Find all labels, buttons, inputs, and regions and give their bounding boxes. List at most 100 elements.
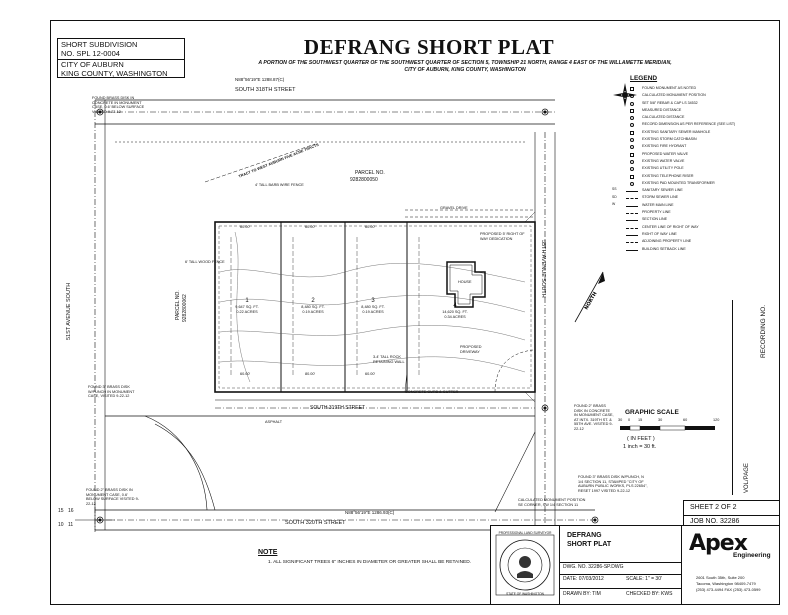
legend-symbol-icon xyxy=(626,249,638,254)
plat-sheet xyxy=(50,20,780,605)
note-title: NOTE xyxy=(258,549,278,556)
subtitle-line-2: CITY OF AUBURN, KING COUNTY, WASHINGTON xyxy=(404,67,526,73)
legend-symbol-icon xyxy=(626,191,638,195)
subdivision-line-4: KING COUNTY, WASHINGTON xyxy=(61,69,168,78)
house-label: HOUSE xyxy=(458,280,472,284)
section-sw: 10 xyxy=(58,522,64,528)
legend-item-label: CENTER LINE OF RIGHT OF WAY xyxy=(642,224,699,229)
lot-2: 2 8,480 SQ. FT. 0.19 ACRES xyxy=(298,298,328,314)
legend-symbol-icon xyxy=(630,145,634,150)
project-line-1: DEFRANG xyxy=(567,532,602,539)
bearing-north-label: N88°56'19"E 1288.87(C) xyxy=(235,77,285,82)
lot-1-number: 1 xyxy=(245,298,249,304)
legend-symbol-icon xyxy=(630,87,634,91)
lot-2-acres: 0.19 ACRES xyxy=(302,309,324,314)
street-east-label: 55TH AVENUE SOUTH xyxy=(540,240,546,298)
recording-label: RECORDING NO. xyxy=(760,304,767,358)
legend-item-label: CALCULATED MONUMENT POSITION xyxy=(642,93,706,98)
north-label: NORTH xyxy=(584,291,599,311)
legend-symbol-icon xyxy=(630,174,634,179)
legend-code: SD xyxy=(612,194,617,200)
scale-tick-label: 60 xyxy=(683,418,688,422)
parcel-north-label: PARCEL NO. xyxy=(355,170,385,176)
legend-item: EXISTING PAD MOUNTED TRANSFORMER xyxy=(626,181,761,188)
lot-3-number: 3 xyxy=(371,298,375,304)
legend-item-label: EXISTING UTILITY POLE xyxy=(642,166,684,171)
legend-item-label: MEASURED DISTANCE xyxy=(642,107,682,112)
found-note-4: FOUND 2" BRASS DISK IN MONUMENT CASE, 0.… xyxy=(86,488,139,506)
legend-item-label: EXISTING SANITARY SEWER MANHOLE xyxy=(642,129,711,134)
legend-item: PROPOSED WATER VALVE xyxy=(626,152,761,159)
scale-bar xyxy=(620,425,715,431)
legend-item-label: WATER MAIN LINE xyxy=(642,202,674,207)
street-south-label: SOUTH 320TH STREET xyxy=(285,520,346,526)
scale-tick-label: 15 xyxy=(638,418,643,422)
legend-symbol-icon xyxy=(630,138,634,143)
legend-symbol-icon xyxy=(626,242,638,246)
legend-item: EXISTING TELEPHONE RISER xyxy=(626,174,761,181)
dim-north-3: 60.00' xyxy=(365,225,376,229)
legend-item-label: RIGHT OF WAY LINE xyxy=(642,231,677,236)
legend-item: EXISTING UTILITY POLE xyxy=(626,166,761,173)
company-city: Tacoma, Washington 98409-7479 xyxy=(696,581,756,586)
legend-item: RECORD DIMENSION AS PER REFERENCE (SEE L… xyxy=(626,122,761,129)
legend-symbol-icon xyxy=(630,181,634,186)
proposed-driveway-label: PROPOSED DRIVEWAY xyxy=(460,345,482,354)
legend-item-label: CALCULATED DISTANCE xyxy=(642,115,685,120)
graphic-scale-title: GRAPHIC SCALE xyxy=(625,409,679,416)
plat-drawing: NORTH xyxy=(75,99,605,532)
subdivision-line-3: CITY OF AUBURN xyxy=(61,60,124,69)
company-phone: (253) 473-4494 FAX (253) 473-0599 xyxy=(696,587,761,592)
legend-item: SANITARY SEWER LINE xyxy=(626,188,761,195)
found-note-5: FOUND 3" BRASS DISK W/PUNCH, N 1/4 SECTI… xyxy=(578,475,648,493)
legend-symbol-icon xyxy=(630,167,634,172)
fence-north-label: 4' TALL BARB WIRE FENCE xyxy=(255,183,304,187)
seal-ring-label: PROFESSIONAL LAND SURVEYOR xyxy=(498,531,552,535)
lot-4: 4 14,620 SQ. FT. 0.34 ACRES xyxy=(438,303,472,319)
lot-3-area: 8,480 SQ. FT. xyxy=(361,305,385,309)
legend-item: EXISTING SANITARY SEWER MANHOLE xyxy=(626,130,761,137)
lot-3: 3 8,480 SQ. FT. 0.19 ACRES xyxy=(358,298,388,314)
legend-symbol-icon xyxy=(630,123,634,128)
legend-symbol-icon xyxy=(630,101,634,106)
company-sub: Engineering xyxy=(733,552,771,559)
lot-2-number: 2 xyxy=(311,298,315,304)
drawing-date: DATE: 07/03/2012 xyxy=(563,576,604,582)
legend-item-label: EXISTING TELEPHONE RISER xyxy=(642,173,694,178)
legend-item-label: BUILDING SETBACK LINE xyxy=(642,246,686,251)
dim-north-2: 60.00' xyxy=(305,225,316,229)
graphic-scale-unit: ( IN FEET ) xyxy=(627,436,655,442)
dim-south-2: 80.00' xyxy=(305,372,316,376)
parcel-west-label: PARCEL NO. xyxy=(175,290,181,320)
scale-tick-label: 0 xyxy=(628,418,631,422)
lot-1-acres: 0.22 ACRES xyxy=(236,309,258,314)
legend-symbol-icon xyxy=(626,213,638,217)
legend-item-label: EXISTING WATER VALVE xyxy=(642,158,685,163)
legend-item-label: RECORD DIMENSION AS PER REFERENCE (SEE L… xyxy=(642,122,736,127)
scale-tick-label: 30 xyxy=(658,418,663,422)
legend-symbol-icon xyxy=(626,220,638,224)
scale-tick-label: 120 xyxy=(713,418,720,422)
legend-item: SET 5/8" REBAR & CAP LS 34532 xyxy=(626,101,761,108)
dim-south-1: 60.00' xyxy=(240,372,251,376)
dim-south-3: 60.00' xyxy=(365,372,376,376)
subdivision-line-2: NO. SPL 12-0004 xyxy=(61,49,120,58)
legend-item: EXISTING FIRE HYDRANT xyxy=(626,144,761,151)
surveyor-seal-icon xyxy=(495,534,555,596)
found-note-1: FOUND BRASS DISK IN CONCRETE IN MONUMENT… xyxy=(92,96,145,114)
legend-item-label: PROPERTY LINE xyxy=(642,210,671,215)
drawing-scale: SCALE: 1" = 30' xyxy=(626,576,662,582)
company-address: 2601 South 35th, Suite 200 xyxy=(696,575,745,580)
lot-1: 1 9,647 SQ. FT. 0.22 ACRES xyxy=(232,298,262,314)
subtitle-line-1: A PORTION OF THE SOUTHWEST QUARTER OF TH… xyxy=(258,60,672,66)
legend-symbol-icon xyxy=(626,198,638,202)
legend-symbol-icon xyxy=(630,152,634,157)
legend-item-label: STORM SEWER LINE xyxy=(642,195,679,200)
legend-item: RIGHT OF WAY LINE xyxy=(626,232,761,239)
street-south-mid-label: SOUTH 319TH STREET xyxy=(310,405,366,411)
legend-item: STORM SEWER LINE xyxy=(626,195,761,202)
lot-3-acres: 0.19 ACRES xyxy=(362,309,384,314)
